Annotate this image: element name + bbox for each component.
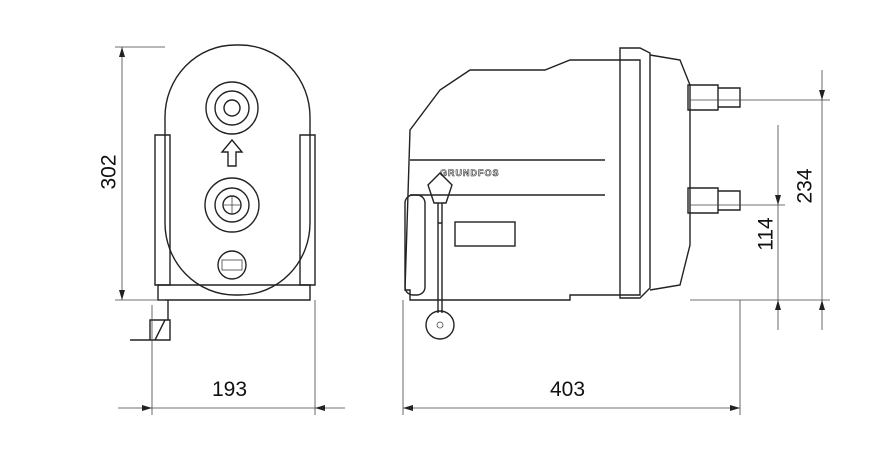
dimension-label-outlet-height: 234 — [793, 168, 817, 204]
dimension-label-inlet-height: 114 — [754, 217, 778, 251]
dimension-lines — [115, 46, 830, 415]
front-view — [130, 44, 316, 341]
dimension-label-length: 403 — [550, 378, 586, 401]
side-view: GRUNDFOS — [404, 47, 741, 340]
grundfos-logo: GRUNDFOS — [440, 168, 500, 178]
dimension-label-front-width: 193 — [212, 378, 248, 401]
dimension-label-height: 302 — [97, 154, 121, 190]
